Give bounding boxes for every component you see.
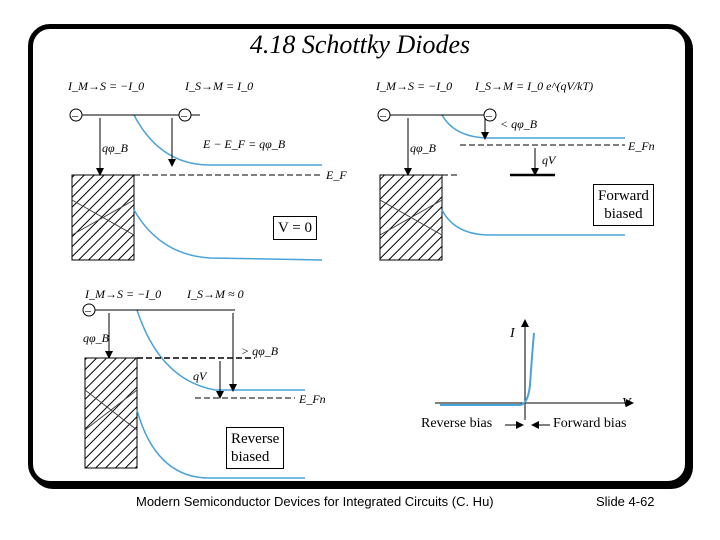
fw-barrier-label: qφ_B [410, 141, 437, 155]
metal-block [379, 174, 443, 261]
slide-number: Slide 4-62 [596, 494, 655, 509]
forward-label: Forward biased [593, 184, 654, 226]
eq-energy-label: E − E_F = qφ_B [202, 137, 286, 151]
conduction-band-curve [441, 114, 625, 139]
svg-text:–: – [379, 108, 387, 122]
footer-citation: Modern Semiconductor Devices for Integra… [136, 494, 494, 509]
iv-curve [440, 332, 535, 406]
eq-i-ms: I_M→S = −I_0 [67, 79, 144, 93]
valence-band-curve [136, 409, 305, 479]
fw-lower-label: < qφ_B [500, 117, 538, 131]
reverse-label-line1: Reverse [231, 431, 280, 447]
svg-text:–: – [485, 108, 493, 122]
svg-text:–: – [180, 108, 188, 122]
equilibrium-band-diagram: – – I_M→S = −I_0 I_S→M = I_0 qφ_B E − E_… [67, 79, 347, 261]
rv-i-ms: I_M→S = −I_0 [84, 287, 161, 301]
valence-band-curve [441, 209, 625, 236]
fw-qv-label: qV [542, 153, 557, 167]
iv-y-label: I [510, 326, 515, 341]
equilibrium-label: V = 0 [273, 216, 318, 240]
electron-right-icon [178, 108, 192, 122]
forward-band-diagram: – – I_M→S = −I_0 I_S→M = I_0 e^(qV/kT) q… [375, 79, 655, 261]
eq-fermi-label: E_F [325, 168, 347, 182]
conduction-band-curve [136, 309, 305, 391]
rv-i-sm: I_S→M ≈ 0 [186, 287, 244, 301]
fw-i-ms: I_M→S = −I_0 [375, 79, 452, 93]
forward-label-line2: biased [604, 206, 643, 222]
electron-right-icon [483, 108, 497, 122]
eq-i-sm: I_S→M = I_0 [184, 79, 253, 93]
reverse-label-line2: biased [231, 449, 270, 465]
svg-text:–: – [84, 303, 92, 317]
svg-text:–: – [71, 108, 79, 122]
iv-characteristic-plot [435, 319, 634, 429]
valence-band-curve [133, 209, 323, 261]
slide-title: 4.18 Schottky Diodes [249, 30, 471, 59]
eq-barrier-label: qφ_B [102, 141, 129, 155]
metal-block [71, 174, 135, 261]
rv-fermi-label: E_Fn [298, 392, 326, 406]
electron-left-icon [69, 108, 83, 122]
electron-left-icon [82, 303, 96, 317]
iv-reverse-label: Reverse bias [421, 416, 493, 431]
reverse-label: Reverse biased [226, 427, 285, 469]
metal-block [84, 357, 138, 469]
rv-qv-label: qV [193, 369, 208, 383]
reverse-band-diagram: – I_M→S = −I_0 I_S→M ≈ 0 qφ_B > qφ_B qV … [82, 287, 326, 479]
rv-higher-label: > qφ_B [241, 344, 279, 358]
iv-x-label: V [622, 396, 631, 411]
conduction-band-curve [133, 114, 322, 166]
fw-i-sm: I_S→M = I_0 e^(qV/kT) [474, 79, 593, 93]
electron-left-icon [377, 108, 391, 122]
slide-frame [28, 24, 690, 486]
iv-forward-label: Forward bias [553, 416, 627, 431]
fw-fermi-label: E_Fn [627, 139, 655, 153]
forward-label-line1: Forward [598, 188, 649, 204]
rv-barrier-label: qφ_B [83, 331, 110, 345]
